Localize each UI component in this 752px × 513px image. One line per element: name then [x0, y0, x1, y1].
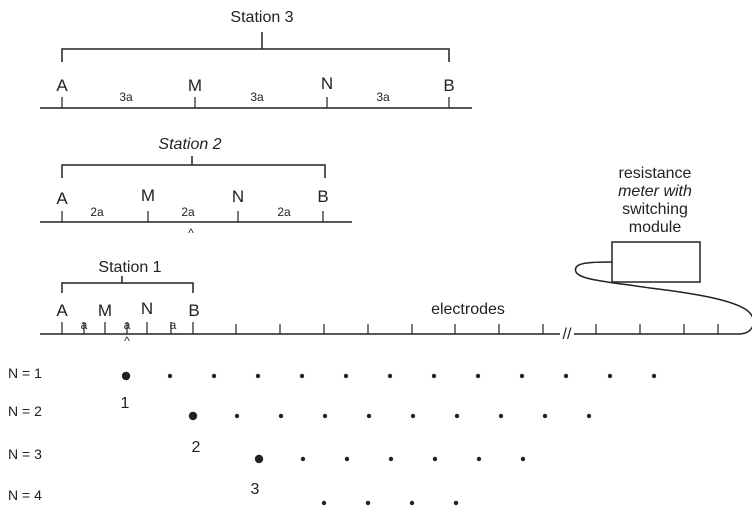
row-label-n3: N = 3 — [8, 446, 42, 462]
station-1-title: Station 1 — [98, 259, 161, 276]
data-point — [563, 373, 569, 379]
row-label-n2: N = 2 — [8, 403, 42, 419]
meter-label-line-2: meter with — [618, 183, 692, 200]
data-point — [651, 373, 657, 379]
station-2-electrode-b: B — [317, 187, 328, 206]
station-2-spacing-nb: 2a — [277, 205, 291, 219]
data-point — [498, 413, 504, 419]
data-point — [476, 456, 482, 462]
data-point — [365, 500, 371, 506]
data-point — [607, 373, 613, 379]
data-point — [211, 373, 217, 379]
data-point — [321, 500, 327, 506]
row-label-n4: N = 4 — [8, 487, 42, 503]
resistance-meter: resistance meter with switching module — [611, 165, 701, 283]
data-points — [121, 371, 657, 506]
station-1-spacing-nb: a — [170, 318, 177, 332]
station-3-electrode-a: A — [56, 76, 68, 95]
station-1: Station 1 A M N B a a a ^ — [56, 259, 199, 348]
data-point — [366, 413, 372, 419]
meter-box — [611, 241, 701, 283]
data-point — [453, 500, 459, 506]
station-1-midpoint-marker: ^ — [124, 334, 130, 348]
highlighted-data-point — [254, 454, 264, 464]
data-point — [409, 500, 415, 506]
station-2-spacing-am: 2a — [90, 205, 104, 219]
station-3-spacing-am: 3a — [119, 90, 133, 104]
station-3-bracket — [61, 32, 450, 62]
meter-label-line-4: module — [629, 219, 682, 236]
electrodes-label: electrodes — [431, 301, 505, 318]
meter-label-line-3: switching — [622, 201, 688, 218]
station-3-title: Station 3 — [230, 9, 293, 26]
data-point — [343, 373, 349, 379]
data-point — [278, 413, 284, 419]
data-point — [475, 373, 481, 379]
station-2-midpoint-marker: ^ — [188, 226, 194, 240]
data-point — [322, 413, 328, 419]
data-point — [299, 373, 305, 379]
station-2-bracket — [61, 156, 326, 178]
station-2-title: Station 2 — [158, 136, 221, 153]
station-2-electrode-n: N — [232, 187, 244, 206]
station-2-electrode-a: A — [56, 189, 68, 208]
cable-break-symbol: // — [563, 326, 572, 343]
meter-label-line-1: resistance — [619, 165, 692, 182]
data-point — [431, 373, 437, 379]
station-3-spacing-nb: 3a — [376, 90, 390, 104]
data-point — [586, 413, 592, 419]
station-2: Station 2 A M N B 2a 2a 2a ^ — [40, 136, 352, 240]
station-3: Station 3 A M N B 3a 3a 3a — [40, 9, 472, 109]
data-point — [234, 413, 240, 419]
data-point — [542, 413, 548, 419]
station-3-electrode-m: M — [188, 76, 202, 95]
data-point — [454, 413, 460, 419]
station-3-electrode-n: N — [321, 74, 333, 93]
station-2-electrode-m: M — [141, 186, 155, 205]
electrode-cable: electrodes // — [40, 261, 752, 343]
row-marker-2: 2 — [192, 439, 201, 456]
data-point — [388, 456, 394, 462]
data-point — [410, 413, 416, 419]
station-1-electrode-n: N — [141, 299, 153, 318]
data-point — [300, 456, 306, 462]
station-3-electrode-b: B — [443, 76, 454, 95]
data-point — [255, 373, 261, 379]
station-2-spacing-mn: 2a — [181, 205, 195, 219]
data-point — [387, 373, 393, 379]
station-1-electrode-b: B — [188, 301, 199, 320]
data-point — [520, 456, 526, 462]
pseudosection: N = 1 N = 2 N = 3 N = 4 1 2 3 — [8, 365, 657, 506]
station-3-spacing-mn: 3a — [250, 90, 264, 104]
row-marker-1: 1 — [121, 395, 130, 412]
highlighted-data-point — [188, 411, 198, 421]
row-label-n1: N = 1 — [8, 365, 42, 381]
meter-cable — [574, 261, 752, 335]
station-1-electrode-m: M — [98, 301, 112, 320]
data-point — [167, 373, 173, 379]
row-marker-3: 3 — [251, 481, 260, 498]
station-1-electrode-a: A — [56, 301, 68, 320]
data-point — [432, 456, 438, 462]
data-point — [519, 373, 525, 379]
station-1-bracket — [61, 276, 194, 293]
electrode-ticks — [61, 322, 719, 334]
data-point — [344, 456, 350, 462]
highlighted-data-point — [121, 371, 131, 381]
